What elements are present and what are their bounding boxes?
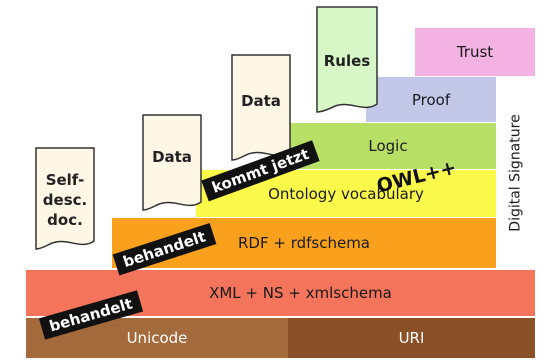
layer-rdf-label: RDF + rdfschema: [237, 234, 370, 252]
layer-proof: Proof: [366, 77, 496, 122]
layer-logic-label: Logic: [368, 137, 408, 155]
layer-unicode-label: Unicode: [126, 329, 188, 347]
layer-trust: Trust: [415, 28, 535, 76]
data-doc-label-1: Data: [152, 148, 192, 166]
self-desc-doc-line-2: desc.: [42, 191, 88, 209]
self-desc-doc-line-1: Self-: [45, 171, 85, 189]
self-desc-doc-line-3: doc.: [47, 211, 83, 229]
layer-ontology-label: Ontology vocabulary: [268, 184, 424, 203]
data-doc-icon-1: Data: [137, 112, 207, 218]
data-doc-label-2: Data: [241, 92, 281, 110]
layer-trust-label: Trust: [456, 43, 494, 61]
layer-proof-label: Proof: [411, 90, 451, 109]
layer-uri-label: URI: [398, 329, 425, 347]
layer-digital-signature: Digital Signature: [497, 77, 535, 269]
layer-xml-label: XML + NS + xmlschema: [209, 284, 392, 302]
layer-uri: URI: [288, 318, 535, 358]
rules-doc-icon: Rules: [311, 4, 383, 122]
rules-doc-label: Rules: [323, 52, 371, 70]
layer-ontology: Ontology vocabulary: [196, 170, 496, 217]
self-desc-doc-icon: Self- desc. doc.: [30, 145, 100, 257]
data-doc-icon-2: Data: [226, 52, 296, 170]
digital-signature-label: Digital Signature: [508, 114, 524, 232]
